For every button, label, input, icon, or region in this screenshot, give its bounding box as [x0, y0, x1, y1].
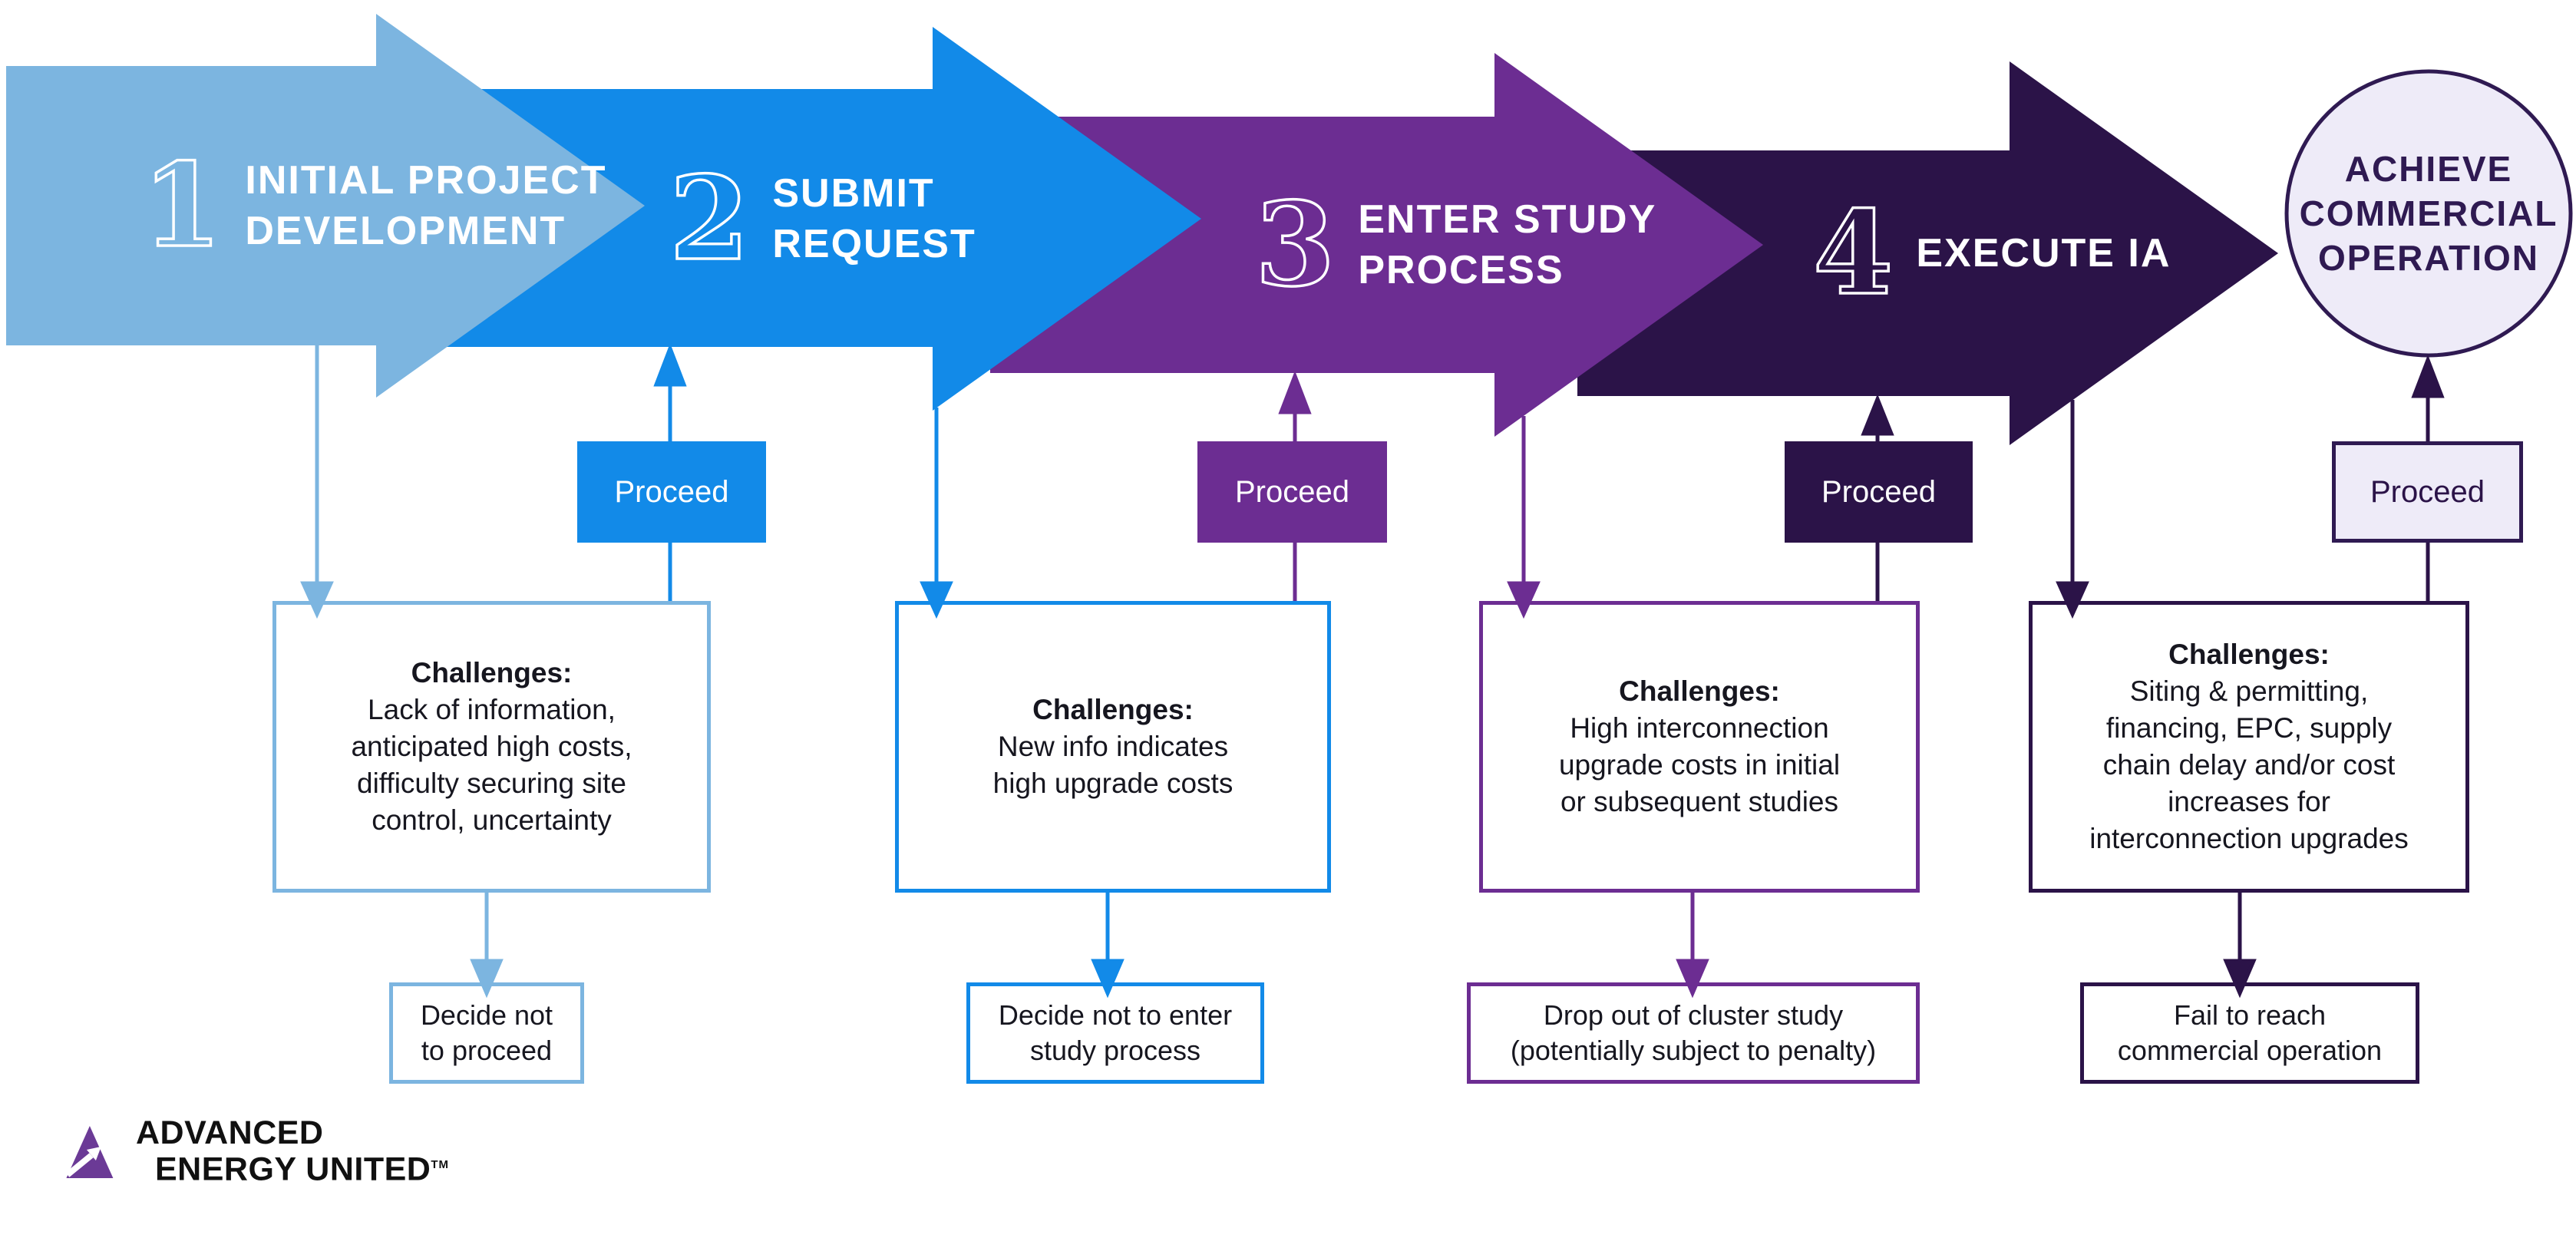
stage-4-challenges-text: Siting & permitting, financing, EPC, sup… — [2089, 675, 2409, 854]
stage-1-proceed-box: Proceed — [577, 441, 766, 543]
stage-2-title: SUBMIT REQUEST — [772, 171, 976, 266]
stage-4-outcome-box: Fail to reach commercial operation — [2080, 982, 2419, 1084]
stage-2-challenges-box: Challenges: New info indicates high upgr… — [895, 601, 1331, 893]
stage-1-challenges-text: Lack of information, anticipated high co… — [351, 694, 632, 836]
logo-line2: ENERGY UNITED — [155, 1151, 431, 1188]
stage-2-challenges-heading: Challenges: — [1032, 694, 1194, 725]
stage-2-challenges-text: New info indicates high upgrade costs — [992, 731, 1234, 799]
stage-3-title: ENTER STUDY PROCESS — [1358, 197, 1657, 292]
stage-1-challenges-heading: Challenges: — [411, 657, 573, 688]
stage-3-challenges-heading: Challenges: — [1619, 675, 1780, 707]
logo-line2-row: ENERGY UNITEDTM — [136, 1149, 449, 1188]
stage-1-outcome-box: Decide not to proceed — [389, 982, 584, 1084]
logo-line1: ADVANCED — [136, 1114, 324, 1151]
advanced-energy-united-logo: ADVANCED ENERGY UNITEDTM — [65, 1117, 449, 1187]
stage-1-title: INITIAL PROJECT DEVELOPMENT — [245, 158, 607, 253]
stage-2-number: 2 — [668, 151, 751, 286]
stage-4-label: 4 EXECUTE IA — [1811, 186, 2171, 321]
stage-4-arrow-shape — [1577, 61, 2278, 445]
stage-1-arrow-shape — [6, 14, 645, 398]
final-step-label: ACHIEVE COMMERCIAL OPERATION — [2299, 149, 2558, 278]
stage-3-proceed-box: Proceed — [1785, 441, 1973, 543]
stage-4-title: EXECUTE IA — [1916, 231, 2171, 276]
stage-2-proceed-box: Proceed — [1197, 441, 1387, 543]
logo-mountain-arrow-icon — [65, 1125, 114, 1179]
stage-3-challenges-box: Challenges: High interconnection upgrade… — [1479, 601, 1920, 893]
stage-4-challenges-box: Challenges: Siting & permitting, financi… — [2029, 601, 2469, 893]
stage-2-arrow-shape — [418, 27, 1201, 411]
stage-3-challenges-text: High interconnection upgrade costs in in… — [1558, 712, 1841, 817]
stage-3-outcome-box: Drop out of cluster study (potentially s… — [1467, 982, 1920, 1084]
stage-4-proceed-box: Proceed — [2332, 441, 2523, 543]
stage-2-label: 2 SUBMIT REQUEST — [668, 151, 976, 286]
stage-1-label: 1 INITIAL PROJECT DEVELOPMENT — [140, 138, 607, 273]
stage-3-number: 3 — [1253, 177, 1336, 312]
stage-3-label: 3 ENTER STUDY PROCESS — [1253, 177, 1657, 312]
stage-4-challenges-heading: Challenges: — [2168, 639, 2330, 670]
stage-3-arrow-shape — [990, 53, 1763, 437]
logo-wordmark: ADVANCED ENERGY UNITEDTM — [136, 1114, 449, 1188]
stage-2-outcome-box: Decide not to enter study process — [966, 982, 1264, 1084]
stage-1-number: 1 — [140, 138, 223, 273]
logo-trademark: TM — [431, 1158, 449, 1171]
stage-4-number: 4 — [1811, 186, 1894, 321]
stage-1-challenges-box: Challenges: Lack of information, anticip… — [272, 601, 711, 893]
